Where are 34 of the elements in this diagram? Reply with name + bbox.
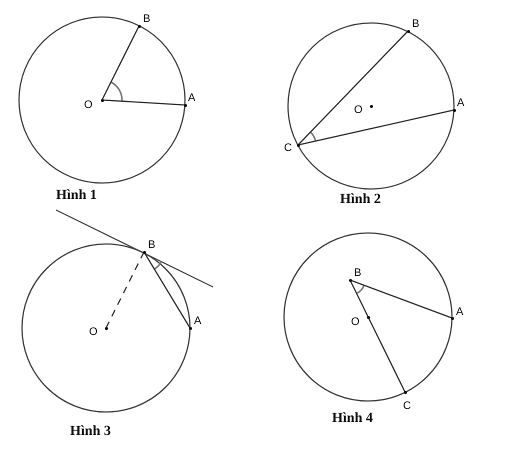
point-label: O xyxy=(354,104,363,117)
point-label: B xyxy=(143,13,150,26)
line-segment xyxy=(143,252,191,328)
line-segment xyxy=(102,99,186,106)
point-label: O xyxy=(351,316,360,329)
dashed-segment xyxy=(105,252,145,328)
point-label: O xyxy=(84,99,93,112)
line-segment xyxy=(298,109,454,146)
line-segment xyxy=(101,26,140,100)
point-label: C xyxy=(403,400,411,413)
labeled-point xyxy=(184,92,197,106)
point-label: A xyxy=(457,97,464,110)
figure-caption: Hình 1 xyxy=(56,188,97,204)
line-segment xyxy=(350,279,452,319)
labeled-point xyxy=(142,239,157,254)
point-label: O xyxy=(89,326,98,339)
point-label: B xyxy=(148,239,156,252)
point-label: C xyxy=(284,142,292,155)
figure-caption: Hình 2 xyxy=(340,192,381,208)
labeled-point xyxy=(450,306,465,320)
labeled-point xyxy=(348,267,363,282)
labeled-point xyxy=(138,13,152,28)
point-label: A xyxy=(194,315,202,328)
line-segment xyxy=(349,280,406,392)
line-segment xyxy=(298,30,408,146)
point-label: B xyxy=(354,267,362,280)
labeled-point xyxy=(406,18,421,32)
labeled-point xyxy=(452,97,466,112)
point-label: A xyxy=(188,92,196,105)
figure-caption: Hình 3 xyxy=(70,424,111,440)
point-label: A xyxy=(456,306,464,319)
point-label: B xyxy=(412,18,420,31)
figure-caption: Hình 4 xyxy=(332,411,373,427)
labeled-point xyxy=(188,315,203,330)
